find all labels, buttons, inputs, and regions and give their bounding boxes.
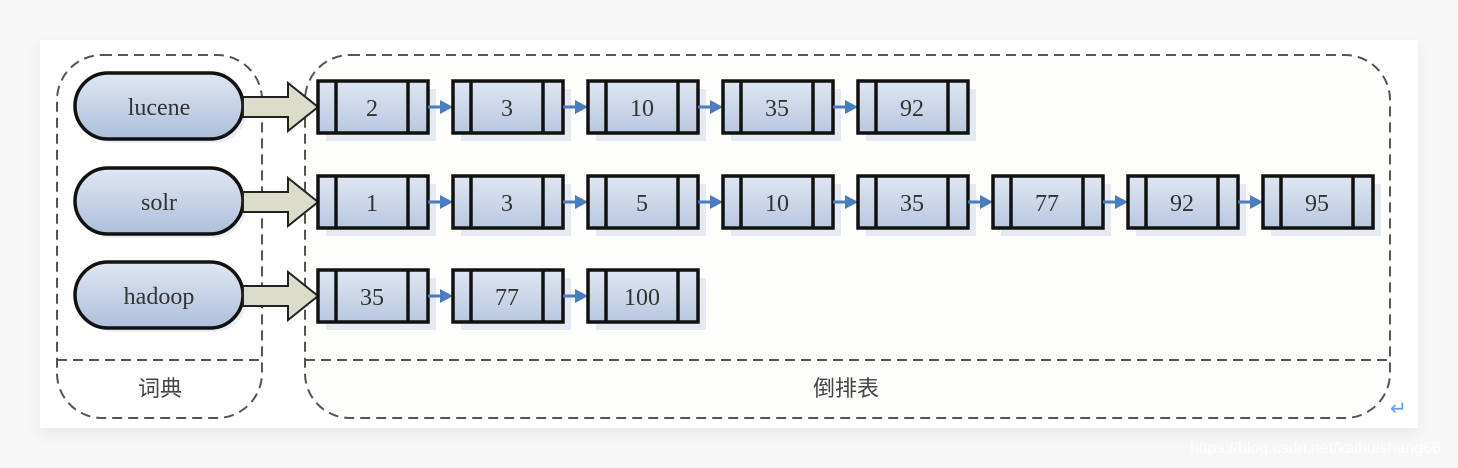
arrowhead-icon — [1250, 195, 1263, 209]
dictionary-region: 词典 — [56, 54, 263, 419]
term-to-postings-arrow — [242, 269, 320, 323]
arrowhead-icon — [440, 100, 453, 114]
posting-doc-id: 10 — [765, 191, 789, 217]
posting-doc-id: 77 — [495, 285, 519, 311]
term-label: solr — [141, 190, 177, 216]
posting-node: 2 — [316, 79, 453, 141]
arrowhead-icon — [980, 195, 993, 209]
posting-node: 100 — [586, 268, 706, 330]
posting-doc-id: 5 — [636, 191, 648, 217]
posting-doc-id: 1 — [366, 191, 378, 217]
posting-node: 77 — [451, 268, 588, 330]
posting-node: 92 — [1126, 174, 1263, 236]
term-to-postings-arrow — [242, 175, 320, 229]
posting-node: 5 — [586, 174, 723, 236]
posting-node: 35 — [316, 268, 453, 330]
term-row: hadoop 35 77 100 — [73, 260, 706, 332]
posting-node: 3 — [451, 174, 588, 236]
term-label: lucene — [128, 95, 191, 121]
inverted-index-region: 倒排表 — [304, 54, 1391, 419]
term-to-postings-arrow — [242, 80, 320, 134]
arrowhead-icon — [845, 195, 858, 209]
posting-doc-id: 10 — [630, 96, 654, 122]
posting-doc-id: 2 — [366, 96, 378, 122]
posting-doc-id: 77 — [1035, 191, 1059, 217]
arrowhead-icon — [845, 100, 858, 114]
posting-node: 77 — [991, 174, 1128, 236]
term-label: hadoop — [124, 284, 195, 310]
posting-node: 35 — [856, 174, 993, 236]
arrowhead-icon — [710, 100, 723, 114]
posting-node: 92 — [856, 79, 976, 141]
arrowhead-icon — [440, 289, 453, 303]
arrowhead-icon — [440, 195, 453, 209]
posting-doc-id: 92 — [900, 96, 924, 122]
arrowhead-icon — [575, 289, 588, 303]
posting-doc-id: 92 — [1170, 191, 1194, 217]
watermark: https://blog.csdn.net/kaihuishang66 — [1190, 440, 1441, 457]
inverted-index-label: 倒排表 — [813, 377, 879, 402]
posting-node: 10 — [586, 79, 723, 141]
arrowhead-icon — [1115, 195, 1128, 209]
term-row: lucene 2 3 10 35 92 — [73, 71, 976, 143]
posting-node: 3 — [451, 79, 588, 141]
posting-node: 1 — [316, 174, 453, 236]
posting-node: 10 — [721, 174, 858, 236]
posting-node: 35 — [721, 79, 858, 141]
posting-node: 95 — [1261, 174, 1381, 236]
posting-doc-id: 3 — [501, 191, 513, 217]
posting-doc-id: 100 — [624, 285, 660, 311]
posting-doc-id: 3 — [501, 96, 513, 122]
posting-doc-id: 95 — [1305, 191, 1329, 217]
return-arrow-icon: ↵ — [1390, 396, 1407, 420]
posting-doc-id: 35 — [900, 191, 924, 217]
posting-doc-id: 35 — [765, 96, 789, 122]
dictionary-label: 词典 — [138, 377, 182, 402]
arrowhead-icon — [575, 100, 588, 114]
arrowhead-icon — [710, 195, 723, 209]
arrowhead-icon — [575, 195, 588, 209]
posting-doc-id: 35 — [360, 285, 384, 311]
